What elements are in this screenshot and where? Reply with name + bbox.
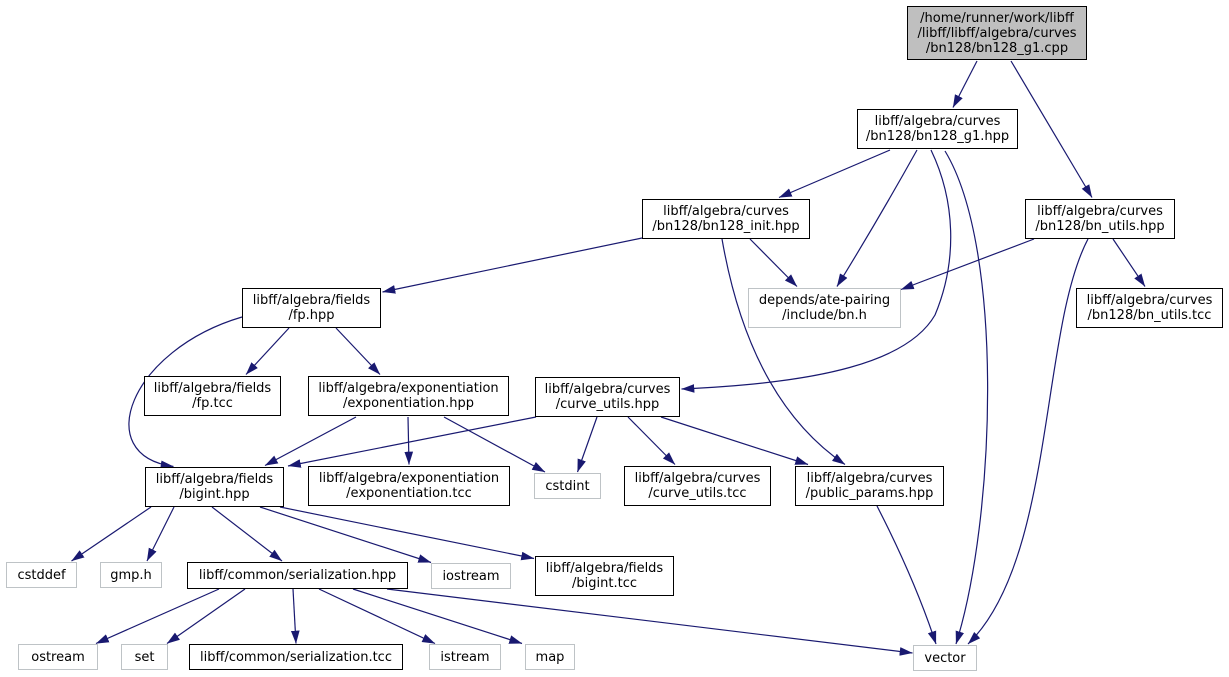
graph-node-exponentiation-tcc[interactable]: libff/algebra/exponentiation /exponentia…	[308, 466, 510, 506]
graph-node-gmp-h: gmp.h	[100, 562, 162, 588]
edge-exponentiation-hpp-to-exponentiation-tcc	[404, 416, 414, 465]
edge-curve-utils-hpp-to-bigint-hpp	[287, 416, 537, 468]
graph-node-public-params-hpp[interactable]: libff/algebra/curves /public_params.hpp	[795, 466, 944, 506]
graph-node-iostream: iostream	[431, 563, 511, 589]
graph-node-bn128-init-hpp[interactable]: libff/algebra/curves /bn128/bn128_init.h…	[642, 199, 810, 239]
graph-node-bigint-hpp[interactable]: libff/algebra/fields /bigint.hpp	[145, 467, 284, 507]
graph-node-exponentiation-hpp[interactable]: libff/algebra/exponentiation /exponentia…	[308, 376, 509, 416]
edge-curve-utils-hpp-to-curve-utils-tcc	[627, 416, 676, 465]
graph-node-ostream: ostream	[18, 644, 98, 670]
edge-bn128-init-hpp-to-fp-hpp	[382, 237, 643, 294]
edge-bn-utils-hpp-to-ate-pairing-bn-h	[900, 238, 1035, 291]
edge-bigint-hpp-to-cstddef	[71, 506, 152, 562]
edge-bigint-hpp-to-serialization-hpp	[211, 506, 283, 562]
graph-node-bn128-g1-hpp[interactable]: libff/algebra/curves /bn128/bn128_g1.hpp	[857, 109, 1018, 149]
edge-bn128-g1-hpp-to-ate-pairing-bn-h	[836, 149, 918, 287]
edge-serialization-hpp-to-ostream	[95, 588, 220, 645]
edge-public-params-hpp-to-vector	[876, 505, 937, 645]
graph-node-bn-utils-hpp[interactable]: libff/algebra/curves /bn128/bn_utils.hpp	[1025, 199, 1175, 239]
graph-node-bn128-g1-cpp: /home/runner/work/libff /libff/libff/alg…	[907, 6, 1087, 60]
edge-bn128-init-hpp-to-public-params-hpp	[721, 238, 846, 465]
edge-serialization-hpp-to-map	[352, 588, 523, 645]
edge-fp-hpp-to-exponentiation-hpp	[335, 327, 381, 375]
edge-bn128-g1-hpp-to-vector	[944, 150, 989, 645]
graph-node-istream: istream	[429, 644, 501, 670]
edge-bn128-g1-cpp-to-bn128-g1-hpp	[952, 60, 978, 108]
edge-exponentiation-hpp-to-cstdint	[443, 416, 546, 473]
edge-serialization-hpp-to-serialization-tcc	[290, 588, 300, 644]
graph-node-bn-utils-tcc[interactable]: libff/algebra/curves /bn128/bn_utils.tcc	[1076, 288, 1223, 328]
edge-bigint-hpp-to-iostream	[259, 506, 432, 564]
edge-bn128-g1-cpp-to-bn-utils-hpp	[1010, 60, 1093, 198]
edge-bn128-init-hpp-to-ate-pairing-bn-h	[749, 238, 798, 287]
graph-node-serialization-tcc[interactable]: libff/common/serialization.tcc	[189, 644, 403, 670]
graph-node-ate-pairing-bn-h: depends/ate-pairing /include/bn.h	[748, 288, 901, 328]
edge-bigint-hpp-to-bigint-tcc	[279, 506, 535, 561]
graph-node-curve-utils-tcc[interactable]: libff/algebra/curves /curve_utils.tcc	[624, 466, 771, 506]
edge-curve-utils-hpp-to-public-params-hpp	[660, 416, 809, 466]
graph-node-serialization-hpp[interactable]: libff/common/serialization.hpp	[187, 562, 408, 589]
edge-bigint-hpp-to-gmp-h	[146, 506, 175, 562]
edge-serialization-hpp-to-istream	[318, 588, 436, 645]
graph-node-bigint-tcc[interactable]: libff/algebra/fields /bigint.tcc	[535, 556, 674, 596]
graph-node-cstdint: cstdint	[534, 473, 601, 499]
edge-bn-utils-hpp-to-vector	[967, 238, 1089, 645]
graph-node-curve-utils-hpp[interactable]: libff/algebra/curves /curve_utils.hpp	[535, 377, 680, 417]
graph-node-vector: vector	[913, 645, 977, 671]
edge-fp-hpp-to-bigint-hpp	[128, 316, 243, 470]
graph-node-fp-tcc[interactable]: libff/algebra/fields /fp.tcc	[144, 376, 281, 416]
graph-node-map: map	[525, 644, 575, 670]
edge-bn-utils-hpp-to-bn-utils-tcc	[1112, 238, 1146, 287]
graph-node-set: set	[121, 644, 168, 670]
edge-curve-utils-hpp-to-cstdint	[576, 416, 598, 473]
edge-fp-hpp-to-fp-tcc	[245, 327, 290, 375]
edge-exponentiation-hpp-to-bigint-hpp	[264, 416, 357, 467]
edge-serialization-hpp-to-vector	[386, 588, 913, 656]
edge-bn128-g1-hpp-to-bn128-init-hpp	[778, 149, 891, 199]
edge-serialization-hpp-to-set	[166, 588, 246, 644]
edge-bn128-g1-hpp-to-curve-utils-hpp	[681, 149, 952, 393]
graph-node-fp-hpp[interactable]: libff/algebra/fields /fp.hpp	[242, 288, 381, 328]
graph-node-cstddef: cstddef	[6, 562, 77, 588]
